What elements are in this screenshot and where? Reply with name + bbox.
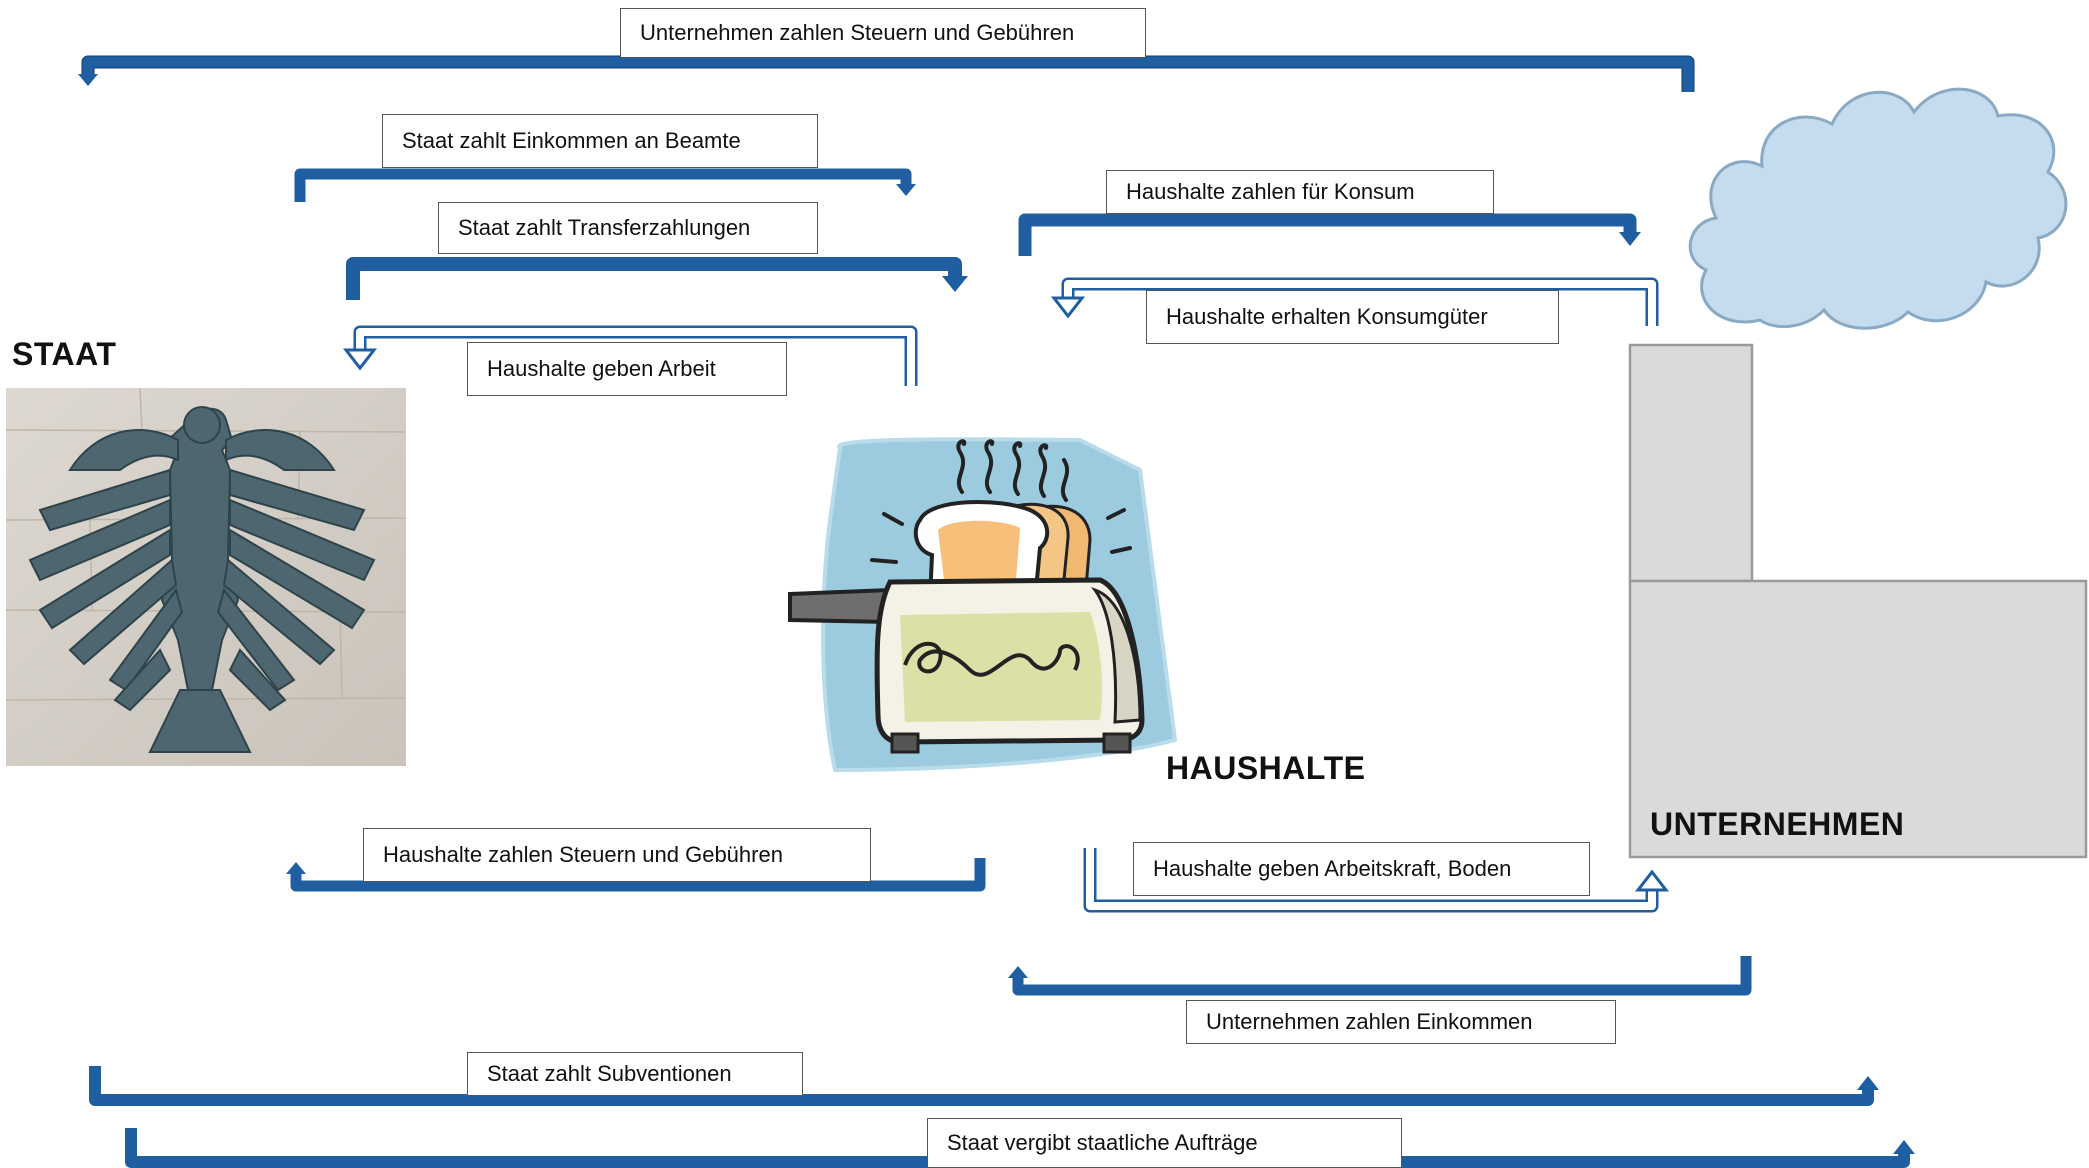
label-auftraege: Staat vergibt staatliche Aufträge [927,1118,1402,1168]
federal-eagle-icon [5,387,407,766]
arrow-arbeitskraft-boden [1083,848,1670,913]
toaster-icon [788,437,1178,773]
arrow-haushalte-steuern [286,858,986,892]
title-unternehmen: UNTERNEHMEN [1650,806,1905,842]
label-einkommen-beamte: Staat zahlt Einkommen an Beamte [382,114,818,168]
title-staat: STAAT [12,336,117,372]
arrow-einkommen-beamte [294,168,916,202]
arrow-unternehmen-einkommen [1008,956,1752,996]
label-konsumgueter: Haushalte erhalten Konsumgüter [1146,290,1559,344]
label-konsum: Haushalte zahlen für Konsum [1106,170,1494,214]
label-haushalte-steuern: Haushalte zahlen Steuern und Gebühren [363,828,871,882]
arrow-haushalte-arbeit [342,325,918,386]
label-unternehmen-steuern: Unternehmen zahlen Steuern und Gebühren [620,8,1146,58]
label-haushalte-arbeit: Haushalte geben Arbeit [467,342,787,396]
label-unternehmen-einkommen: Unternehmen zahlen Einkommen [1186,1000,1616,1044]
arrow-konsum [1018,213,1641,256]
arrow-unternehmen-steuern [78,55,1695,92]
label-transferzahlungen: Staat zahlt Transferzahlungen [438,202,818,254]
factory-icon [1628,343,2088,859]
arrow-konsumgueter [1050,277,1659,326]
label-subventionen: Staat zahlt Subventionen [467,1052,803,1096]
label-arbeitskraft-boden: Haushalte geben Arbeitskraft, Boden [1133,842,1590,896]
cloud-icon [1688,87,2068,330]
title-haushalte: HAUSHALTE [1166,750,1366,786]
arrow-transferzahlungen [346,257,968,300]
arrow-subventionen [89,1066,1879,1106]
